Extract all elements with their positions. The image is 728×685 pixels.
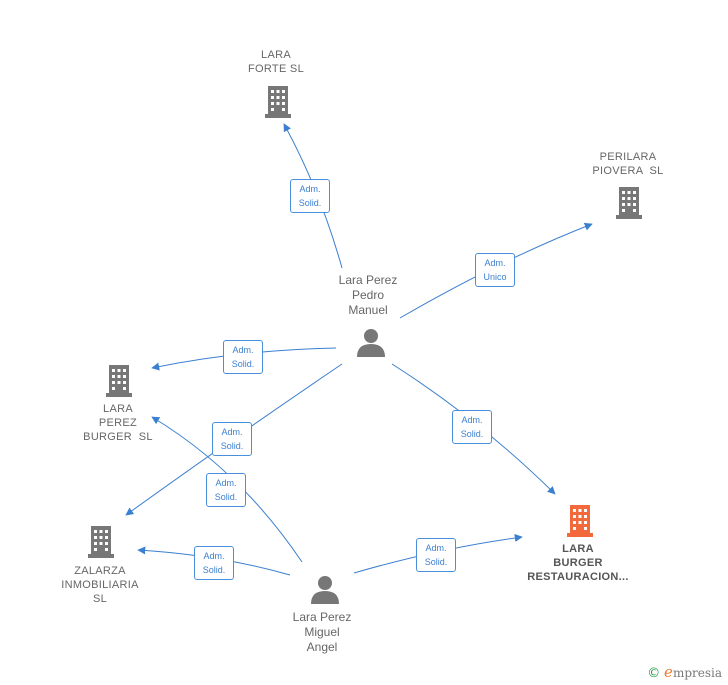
person-icon[interactable] (309, 574, 341, 604)
node-label-pedro[interactable]: Lara Perez Pedro Manuel (338, 273, 398, 317)
person-icon[interactable] (355, 327, 387, 357)
node-label-miguel[interactable]: Lara Perez Miguel Angel (292, 610, 352, 654)
copyright-icon: © (647, 666, 661, 681)
edge-label: Adm. Unico (475, 253, 515, 287)
edge-label: Adm. Solid. (290, 179, 330, 213)
building-icon[interactable] (613, 184, 645, 220)
brand-name: mpresia (672, 666, 722, 680)
building-icon-highlight[interactable] (564, 502, 596, 538)
edge-label: Adm. Solid. (194, 546, 234, 580)
edge-label: Adm. Solid. (452, 410, 492, 444)
node-label-lara-perez-burger[interactable]: LARA PEREZ BURGER SL (83, 403, 153, 443)
brand-footer[interactable]: © empresia (647, 663, 722, 681)
node-label-perilara[interactable]: PERILARA PIOVERA SL (592, 151, 664, 177)
edge-label: Adm. Solid. (223, 340, 263, 374)
building-icon[interactable] (262, 83, 294, 119)
edge-label: Adm. Solid. (206, 473, 246, 507)
node-label-lara-burger-rest[interactable]: LARA BURGER RESTAURACION... (527, 543, 629, 583)
node-label-zalarza[interactable]: ZALARZA INMOBILIARIA SL (61, 565, 139, 605)
edge-label: Adm. Solid. (416, 538, 456, 572)
edge-label: Adm. Solid. (212, 422, 252, 456)
node-label-lara-forte[interactable]: LARA FORTE SL (248, 49, 304, 75)
building-icon[interactable] (85, 523, 117, 559)
brand-initial: e (664, 663, 673, 681)
building-icon[interactable] (103, 362, 135, 398)
